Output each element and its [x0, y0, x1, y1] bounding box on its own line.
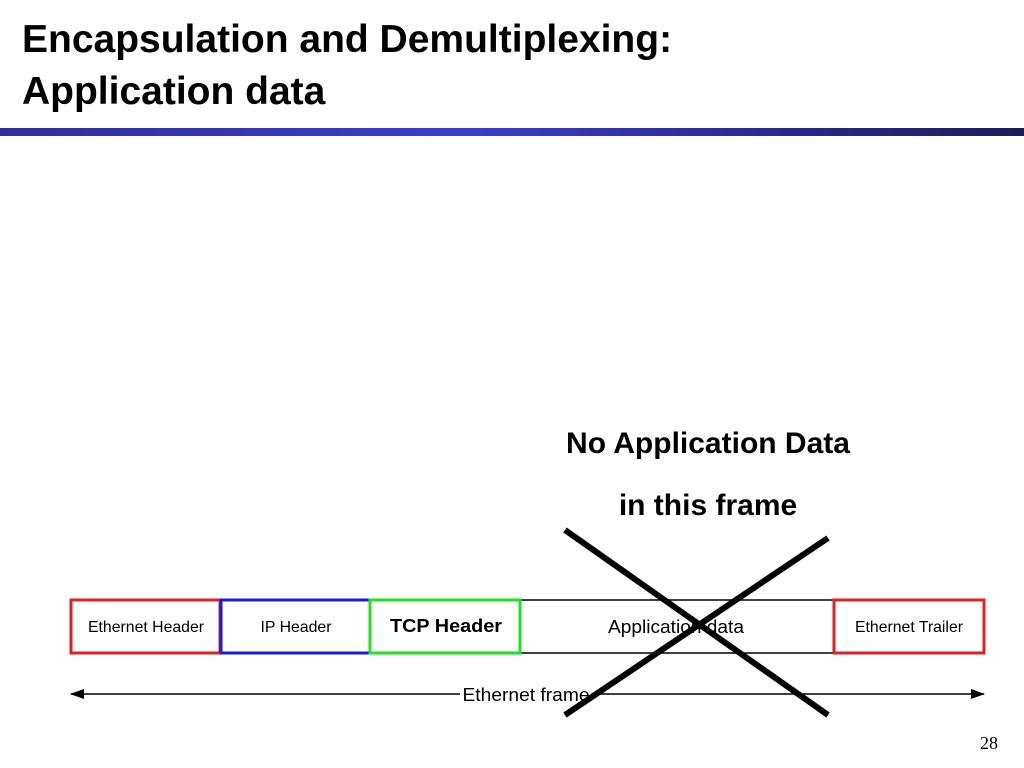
callout-line-2: in this frame	[618, 489, 798, 522]
cross-stroke-2	[563, 535, 830, 718]
segment-tcp-header-box	[368, 598, 522, 655]
title-line-2: Application data	[22, 70, 326, 113]
page-number: 28	[980, 733, 998, 753]
cross-stroke-1	[563, 527, 830, 718]
segment-application-data-label: Application data	[608, 617, 745, 637]
callout-line-1: No Application Data	[566, 427, 850, 460]
segment-ethernet-header-label: Ethernet Header	[88, 619, 205, 636]
cross-out-mark	[563, 527, 830, 718]
title-line-1: Encapsulation and Demultiplexing:	[22, 18, 673, 61]
segment-ip-header-label: IP Header	[261, 619, 333, 636]
segment-ethernet-trailer-box	[832, 598, 986, 655]
ethernet-frame-label: Ethernet frame	[463, 685, 590, 705]
segment-ethernet-trailer: Ethernet Trailer	[832, 598, 986, 655]
ethernet-frame-span: Ethernet frame	[70, 685, 985, 705]
page-title: Encapsulation and Demultiplexing: Applic…	[22, 14, 1002, 118]
segment-ethernet-header: Ethernet Header	[69, 598, 222, 655]
segment-ip-header-box	[219, 598, 372, 655]
segment-application-data: Application data	[608, 617, 745, 637]
title-underline-bar	[0, 128, 1024, 136]
segment-ip-header: IP Header	[219, 598, 372, 655]
segment-ethernet-header-box	[69, 598, 222, 655]
segment-tcp-header: TCP Header	[368, 598, 522, 655]
segment-ethernet-trailer-label: Ethernet Trailer	[855, 619, 964, 636]
segment-tcp-header-label: TCP Header	[390, 616, 502, 636]
